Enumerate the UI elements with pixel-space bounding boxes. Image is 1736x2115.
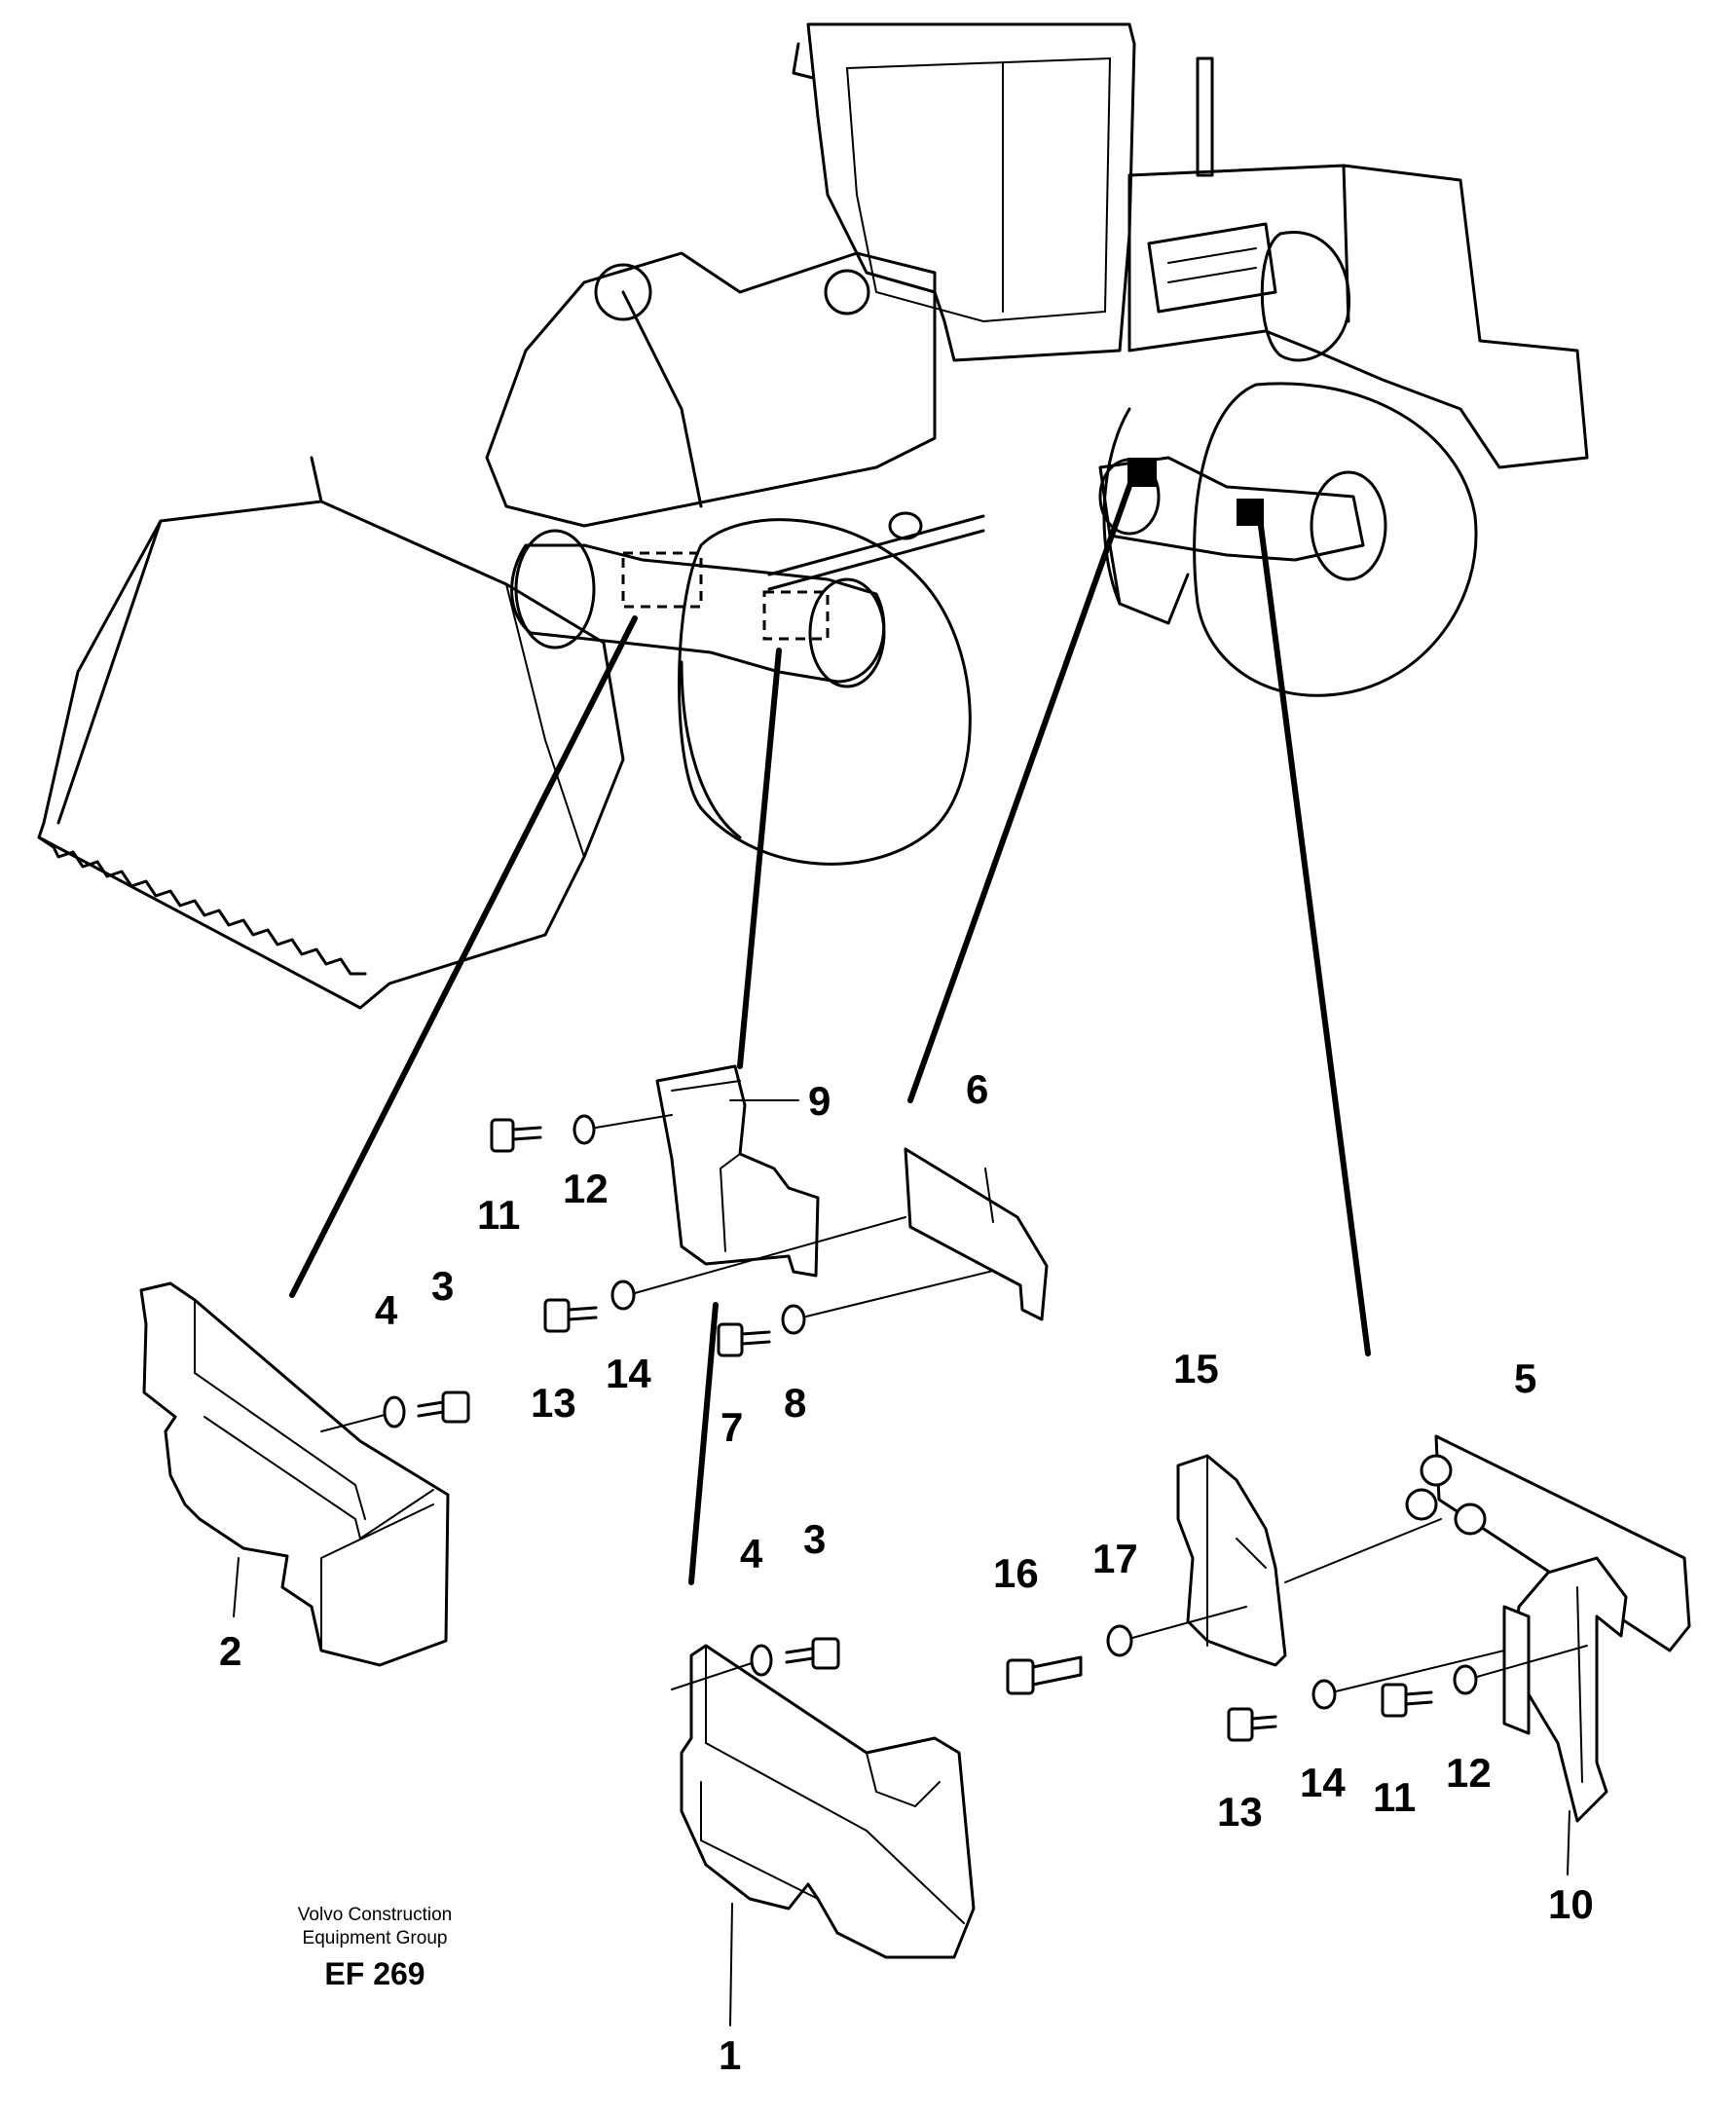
callout-1: 1 [719, 2032, 741, 2078]
caption-figure-code: EF 269 [324, 1956, 425, 1991]
callout-13-rear: 13 [1217, 1789, 1263, 1835]
front-wheel [678, 518, 972, 866]
part-2-guard [139, 1281, 450, 1667]
rear-wheel [1193, 382, 1478, 697]
callout-3-lower: 3 [803, 1516, 826, 1562]
bolt-16 [1006, 1655, 1083, 1695]
rear-hood [1127, 164, 1589, 469]
washer-12-rear [1453, 1664, 1478, 1695]
callout-17: 17 [1092, 1536, 1138, 1581]
part-6-plate [904, 1147, 1049, 1321]
washer-12-top [573, 1114, 596, 1145]
washer-8 [781, 1304, 806, 1335]
callout-16: 16 [993, 1550, 1039, 1596]
washer-14-rear [1311, 1679, 1337, 1710]
front-guard-outline-left [621, 551, 703, 609]
wheel-loader-illustration [37, 22, 1589, 1010]
callout-6: 6 [966, 1066, 988, 1112]
callout-14-rear: 14 [1300, 1760, 1346, 1805]
callout-15: 15 [1173, 1346, 1219, 1391]
fasteners [320, 1114, 1588, 1742]
rear-guard-mark-right [1237, 499, 1264, 526]
rear-axle [1098, 456, 1365, 562]
callout-14-front: 14 [606, 1351, 651, 1396]
bolt-13-front [543, 1298, 598, 1333]
callout-5: 5 [1514, 1355, 1536, 1401]
callout-11-rear: 11 [1373, 1774, 1416, 1820]
callout-10: 10 [1548, 1881, 1594, 1927]
part-10-bracket [1502, 1556, 1628, 1823]
callout-7: 7 [720, 1404, 743, 1450]
bolt-7 [717, 1322, 771, 1357]
cab [806, 22, 1136, 362]
callout-8: 8 [784, 1380, 806, 1426]
leader-lines [289, 469, 1371, 1585]
bolt-13-rear [1227, 1707, 1277, 1742]
washer-4-left [383, 1395, 406, 1429]
callout-numbers: 9 6 11 12 4 3 2 13 14 7 8 4 3 1 15 5 16 … [219, 1066, 1594, 2078]
callout-leaders [233, 1099, 1570, 2026]
part-1-guard [680, 1644, 976, 1959]
bolt-11-rear [1381, 1683, 1433, 1718]
callout-11-top: 11 [477, 1192, 520, 1238]
callout-13-front: 13 [531, 1380, 576, 1426]
front-guard-outline-right [762, 590, 830, 641]
bolt-3-left [417, 1391, 470, 1424]
bolt-3-lower [785, 1637, 840, 1670]
washer-4-lower [750, 1644, 773, 1677]
part-15-bracket [1176, 1454, 1287, 1667]
bucket [37, 500, 625, 1010]
radiator-fan [1260, 231, 1351, 362]
callout-12-rear: 12 [1446, 1750, 1492, 1796]
propeller-shaft [767, 514, 985, 591]
part-9-guard [655, 1064, 820, 1278]
callout-4-left: 4 [375, 1287, 398, 1333]
callout-9: 9 [808, 1078, 831, 1124]
callout-2: 2 [219, 1628, 241, 1674]
callout-12-top: 12 [563, 1166, 609, 1211]
bolt-11-top [490, 1118, 542, 1153]
front-axle [510, 543, 886, 684]
washer-17 [1106, 1624, 1133, 1657]
callout-3-left: 3 [431, 1263, 454, 1309]
caption-org-line1: Volvo Construction [297, 1905, 453, 1925]
callout-4-lower: 4 [740, 1531, 763, 1577]
caption-block: Volvo Construction Equipment Group EF 26… [243, 1904, 506, 1992]
caption-org-line2: Equipment Group [302, 1928, 448, 1948]
washer-14-front [610, 1280, 636, 1311]
loader-arm [485, 251, 937, 528]
